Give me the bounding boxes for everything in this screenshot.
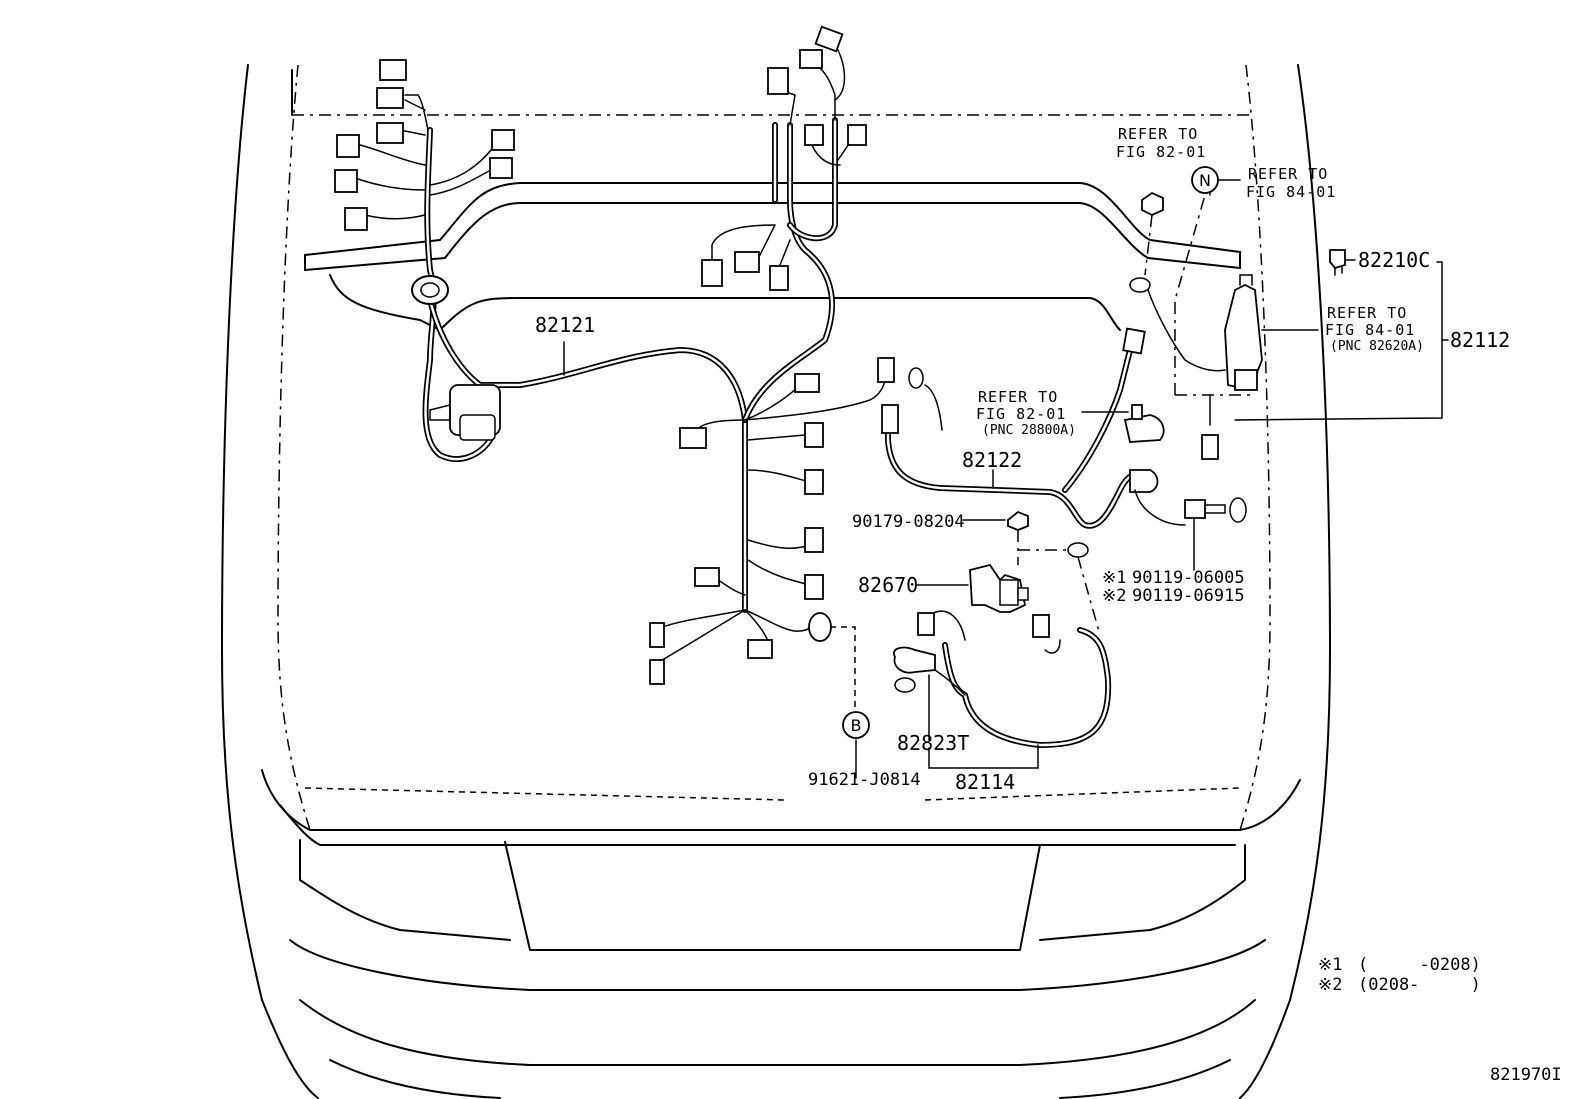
label-90119-06005: 90119-06005 bbox=[1132, 568, 1245, 588]
callout-n-circle bbox=[1191, 166, 1219, 194]
note-1-text: ( -0208) bbox=[1358, 955, 1481, 975]
label-82114: 82114 bbox=[955, 770, 1015, 794]
label-82122: 82122 bbox=[962, 448, 1022, 472]
ref-fig-82-01-top-line2: FIG 82-01 bbox=[1116, 143, 1206, 161]
note-1-mark: ※1 bbox=[1318, 955, 1342, 975]
label-mark-2: ※2 bbox=[1102, 586, 1126, 606]
label-mark-1: ※1 bbox=[1102, 568, 1126, 588]
harness-82121 bbox=[334, 25, 895, 710]
callout-n-text: N bbox=[1199, 171, 1211, 190]
ref-pnc-28800a: (PNC 28800A) bbox=[982, 423, 1076, 438]
label-82112: 82112 bbox=[1450, 328, 1510, 352]
ref-fig-84-01-mid-line2: FIG 84-01 bbox=[1325, 321, 1415, 339]
drawing-number: 821970I bbox=[1490, 1065, 1562, 1085]
note-2-text: (0208- ) bbox=[1358, 975, 1481, 995]
callout-b-text: B bbox=[851, 716, 862, 735]
label-82121: 82121 bbox=[535, 313, 595, 337]
note-2-mark: ※2 bbox=[1318, 975, 1342, 995]
ref-fig-82-01-mid-line2: FIG 82-01 bbox=[976, 405, 1066, 423]
ref-fig-82-01-mid-line1: REFER TO bbox=[978, 388, 1058, 406]
label-82210c: 82210C bbox=[1358, 248, 1430, 272]
vehicle-body-outline bbox=[221, 64, 1331, 1099]
ref-fig-84-01-mid-line1: REFER TO bbox=[1327, 304, 1407, 322]
label-90179-08204: 90179-08204 bbox=[852, 512, 965, 532]
leader-lines bbox=[563, 179, 1449, 779]
ref-fig-84-01-top-line2: FIG 84-01 bbox=[1246, 183, 1336, 201]
part-82114-assembly bbox=[893, 510, 1112, 748]
harness-82122 bbox=[881, 191, 1247, 571]
ref-fig-84-01-top-line1: REFER TO bbox=[1248, 165, 1328, 183]
ref-fig-82-01-top-line1: REFER TO bbox=[1118, 125, 1198, 143]
ref-pnc-82620a: (PNC 82620A) bbox=[1330, 339, 1424, 354]
label-91621-j0814: 91621-J0814 bbox=[808, 770, 921, 790]
label-82670: 82670 bbox=[858, 573, 918, 597]
label-90119-06915: 90119-06915 bbox=[1132, 586, 1245, 606]
part-82112-assembly bbox=[1174, 194, 1346, 460]
callout-b-circle bbox=[842, 711, 870, 739]
label-82823t: 82823T bbox=[897, 731, 969, 755]
